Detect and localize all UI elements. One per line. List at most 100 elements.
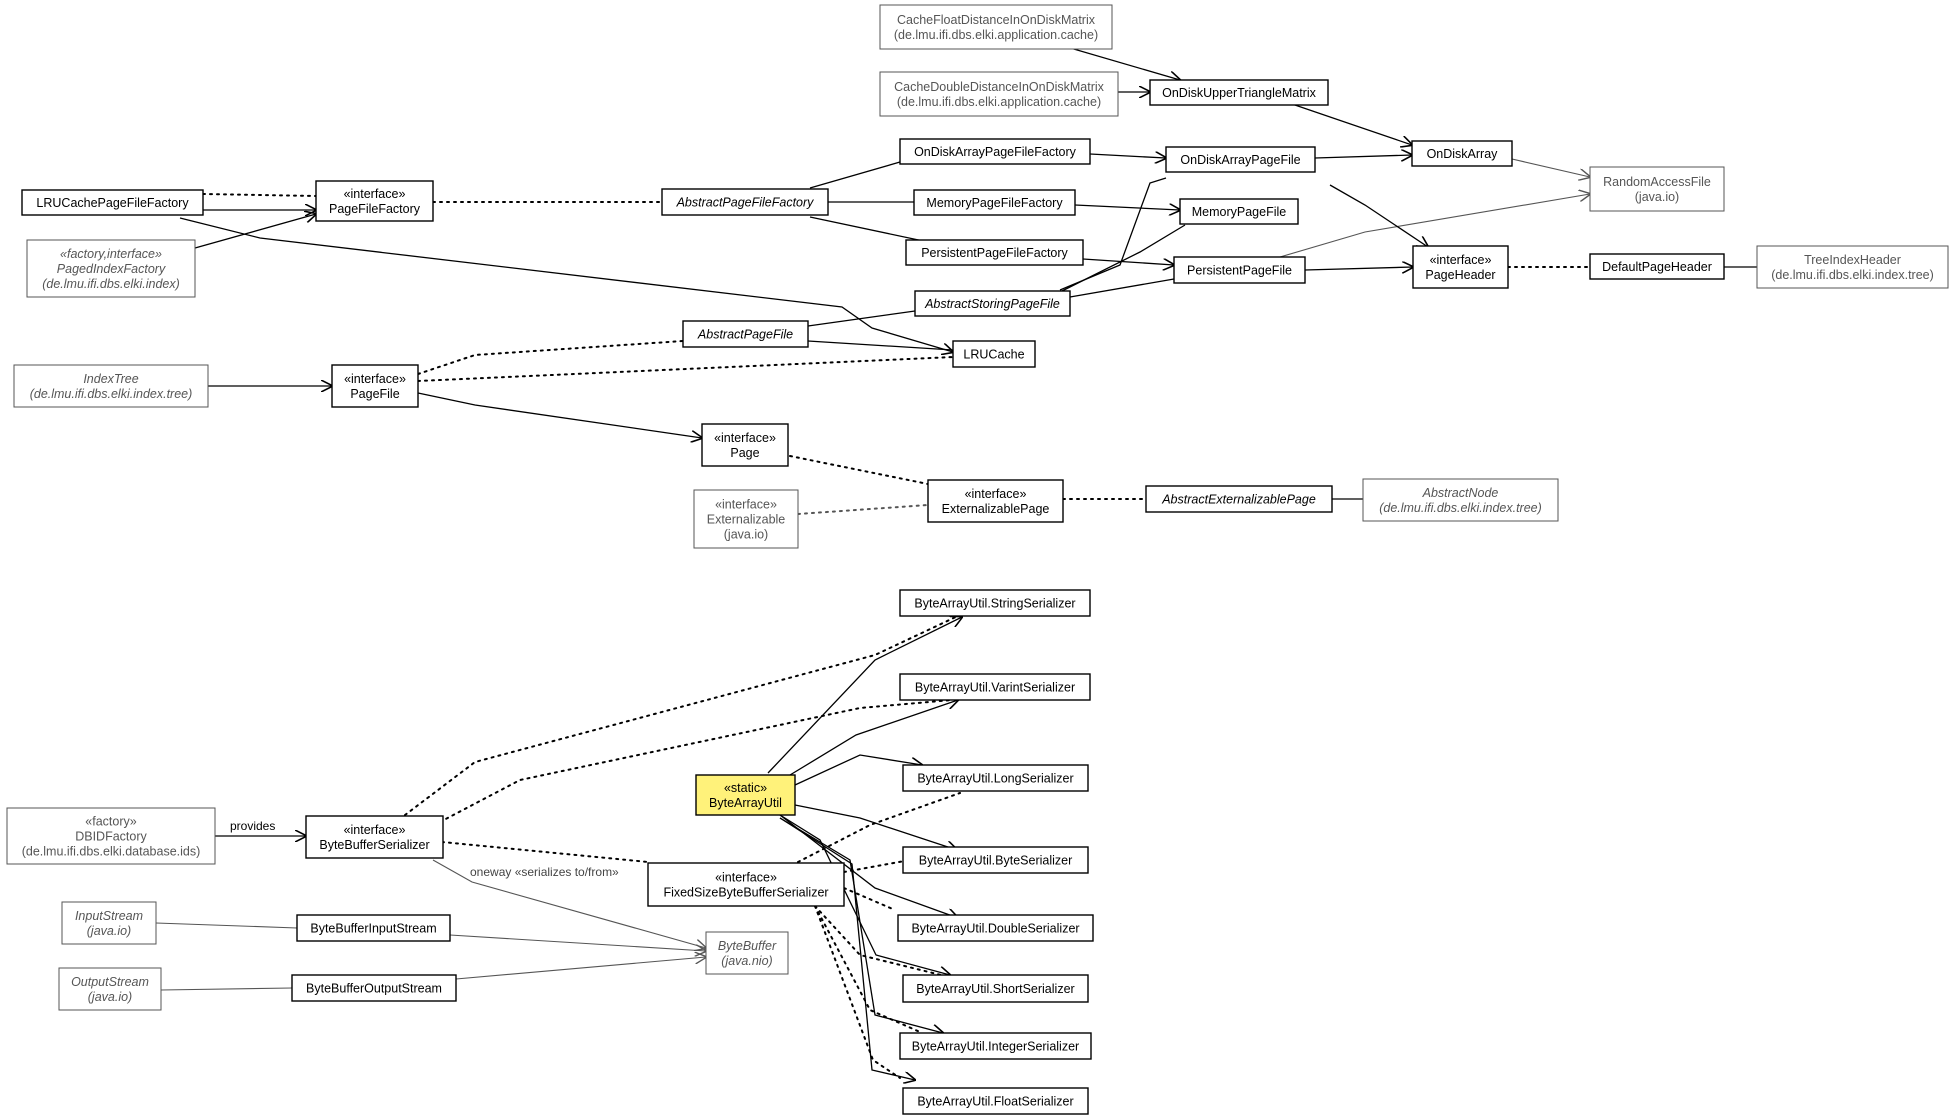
node-box [1589,253,1725,280]
node-label-line: ByteArrayUtil.LongSerializer [917,772,1073,786]
edge-util-long [794,754,922,786]
edge-storing-memfile [1059,224,1186,293]
edge-util-string [767,617,962,774]
node-box [899,673,1091,701]
node-box [6,807,216,865]
node-label-line: ByteBufferOutputStream [306,982,442,996]
node-persistent-page-file-factory: PersistentPageFileFactory [905,239,1084,266]
node-label-line: (de.lmu.ifi.dbs.elki.database.ids) [22,845,201,859]
node-memory-page-file-factory: MemoryPageFileFactory [913,189,1076,216]
node-externalizable-page: «interface»ExternalizablePage [927,479,1064,523]
node-cache-double: CacheDoubleDistanceInOnDiskMatrix(de.lmu… [879,71,1119,117]
node-label-line: ByteBuffer [718,939,777,953]
node-label-line: FixedSizeByteBufferSerializer [663,886,828,900]
node-box [701,423,789,467]
node-label-line: (de.lmu.ifi.dbs.elki.index) [42,277,180,291]
node-label-line: ByteArrayUtil.VarintSerializer [915,681,1075,695]
node-label-line: DefaultPageHeader [1602,260,1712,274]
edge-util-short [779,814,950,975]
edge-bbos-bytebuffer [455,957,706,980]
node-label-line: (de.lmu.ifi.dbs.elki.index.tree) [1771,268,1934,282]
edge-ondiskarraypagefile-ondiskarray [1314,155,1412,158]
node-byte-array-util: «static»ByteArrayUtil [695,774,796,816]
node-box [305,815,444,859]
node-varint-serializer: ByteArrayUtil.VarintSerializer [899,673,1091,701]
node-label-line: PagedIndexFactory [57,262,166,276]
node-box [1756,245,1949,289]
edge-page-externalizablepage [789,455,929,485]
node-label-line: (java.io) [724,528,768,542]
node-box [1173,256,1306,284]
node-on-disk-array: OnDiskArray [1411,140,1513,167]
node-label-line: CacheFloatDistanceInOnDiskMatrix [897,13,1096,27]
edge-abstractfactory-ondiskfactory [809,161,901,189]
node-label-line: PageFile [350,387,399,401]
node-box [1411,140,1513,167]
node-box [902,974,1089,1003]
edge-abstractfactory-persfactory [809,216,929,243]
node-box [331,364,419,408]
node-label-line: (java.nio) [721,954,772,968]
edge-persistentfile-randomaccess [1279,194,1590,258]
node-box [296,914,451,942]
node-random-access-file: RandomAccessFile(java.io) [1589,166,1725,212]
node-box [1362,478,1559,522]
edge-util-double [779,814,958,918]
node-box [58,967,162,1011]
node-label-line: Page [730,446,759,460]
node-label-line: (java.io) [87,924,131,938]
edge-bbs-bytebuffer [432,859,706,948]
node-abstract-externalizable-page: AbstractExternalizablePage [1145,485,1333,513]
node-label-line: «interface» [715,498,777,512]
node-label-line: ByteArrayUtil.IntegerSerializer [912,1040,1079,1054]
node-abstract-page-file: AbstractPageFile [682,320,809,348]
edge-cachefloat-upper [1059,44,1180,80]
edge-bbis-bytebuffer [449,934,706,951]
node-page: «interface»Page [701,423,789,467]
node-byte-serializer: ByteArrayUtil.ByteSerializer [902,846,1089,874]
node-label-line: (java.io) [1635,190,1679,204]
node-label-line: PersistentPageFileFactory [921,246,1068,260]
node-label-line: ByteBufferInputStream [310,922,436,936]
node-label-line: CacheDoubleDistanceInOnDiskMatrix [894,80,1105,94]
node-on-disk-upper: OnDiskUpperTriangleMatrix [1149,79,1329,106]
node-label-line: PageFileFactory [329,202,421,216]
node-label-line: OnDiskArray [1427,147,1499,161]
node-box [1149,79,1329,106]
node-label-line: PageHeader [1425,268,1495,282]
node-input-stream: InputStream(java.io) [61,901,157,945]
node-string-serializer: ByteArrayUtil.StringSerializer [899,589,1091,617]
node-box [902,1087,1089,1115]
node-box [647,862,845,907]
node-box [879,4,1113,50]
edge-bbs-string-dot [404,614,961,816]
node-label-line: (de.lmu.ifi.dbs.elki.application.cache) [897,95,1101,109]
node-page-file: «interface»PageFile [331,364,419,408]
edge-fixed-byte-dot [843,859,911,873]
node-label-line: (java.io) [88,990,132,1004]
node-label-line: ByteArrayUtil.FloatSerializer [917,1095,1073,1109]
node-byte-buffer-input-stream: ByteBufferInputStream [296,914,451,942]
edge-storing-ondiskfile [1059,177,1167,291]
node-label-line: ExternalizablePage [942,502,1050,516]
node-label-line: ByteBufferSerializer [319,838,429,852]
node-page-file-factory: «interface»PageFileFactory [315,180,434,222]
edge-util-varint [789,700,958,776]
edge-ondiskarray-randomaccess [1511,158,1590,177]
edges: provides oneway «serializes to/from» [155,44,1757,1080]
edge-upper-ondiskarray [1291,103,1412,145]
node-fixed-size-serializer: «interface»FixedSizeByteBufferSerializer [647,862,845,907]
node-label-line: Externalizable [707,513,786,527]
node-label-line: AbstractExternalizablePage [1161,493,1316,507]
node-lru-cache: LRUCache [952,340,1036,368]
node-label-line: «factory,interface» [60,247,162,261]
edge-abstractpagefile-lrucache [807,340,954,351]
node-box [61,901,157,945]
edge-outputstream-bbos [160,987,293,991]
node-box [1145,485,1333,513]
node-box [899,589,1091,617]
edge-abstractpagefile-storing [807,310,916,327]
node-label-line: (de.lmu.ifi.dbs.elki.application.cache) [894,28,1098,42]
node-label-line: «interface» [344,372,406,386]
node-cache-float: CacheFloatDistanceInOnDiskMatrix(de.lmu.… [879,4,1113,50]
